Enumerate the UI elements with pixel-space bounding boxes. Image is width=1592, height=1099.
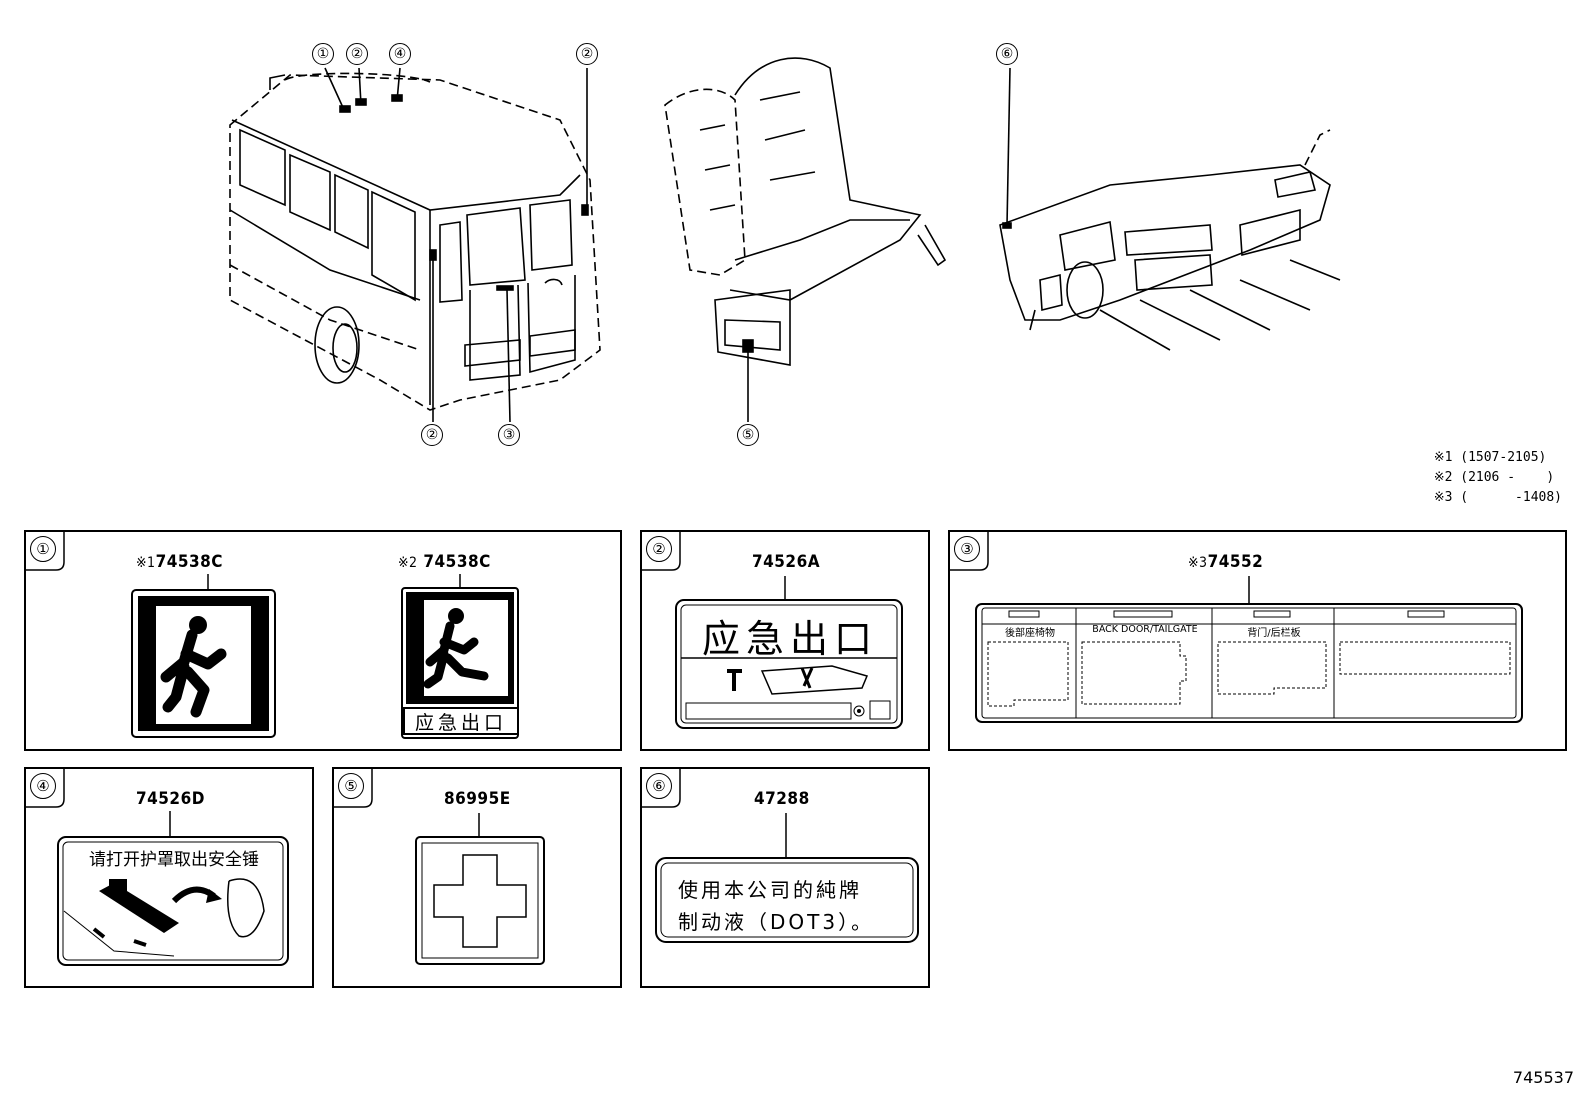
safety-hammer-label: [57, 811, 289, 966]
part-label-47288: 47288: [754, 789, 810, 809]
panel-number: ①: [30, 536, 56, 562]
callout-4: ④: [389, 43, 411, 65]
part-label-74526d: 74526D: [136, 789, 205, 809]
callout-3: ③: [498, 424, 520, 446]
emergency-exit-label: [675, 576, 903, 729]
label-col-2: BACK DOOR/TAILGATE: [1092, 624, 1198, 635]
seat-illustration: [664, 57, 947, 422]
part-label-74526a: 74526A: [752, 552, 821, 572]
note-1: ※1 (1507-2105): [1433, 450, 1547, 465]
exit-sign-b: [401, 574, 519, 739]
panel-4: ④ 74526D 请打开护罩取出安全锤: [24, 767, 314, 988]
panel-number: ⑥: [646, 773, 672, 799]
panel-number: ②: [646, 536, 672, 562]
applicability-notes: ※1 (1507-2105) ※2 (2106 - ) ※3 ( -1408): [1434, 448, 1562, 508]
first-aid-label: [415, 813, 545, 965]
brake-fluid-label: [655, 813, 919, 943]
part-label-74552: ※374552: [1188, 552, 1264, 572]
part-label-74538c-1: ※174538C: [136, 552, 224, 572]
multilingual-label: [975, 576, 1523, 723]
callout-2-rear: ②: [576, 43, 598, 65]
panel-tab: ④: [24, 767, 70, 809]
emergency-exit-text: 应急出口: [701, 617, 878, 661]
panel-tab: ⑥: [640, 767, 686, 809]
reference-number: 745537: [1512, 1068, 1574, 1087]
panel-tab: ①: [24, 530, 70, 572]
panel-number: ⑤: [338, 773, 364, 799]
van-illustration: [229, 67, 601, 423]
part-label-74538c-2: ※2 74538C: [398, 552, 491, 572]
callout-2-side: ②: [421, 424, 443, 446]
panel-number: ④: [30, 773, 56, 799]
label-col-1: 後部座椅物: [1005, 628, 1055, 639]
panel-5: ⑤ 86995E: [332, 767, 622, 988]
panel-tab: ⑤: [332, 767, 378, 809]
panel-tab: ②: [640, 530, 686, 572]
part-label-86995e: 86995E: [444, 789, 511, 809]
panel-6: ⑥ 47288 使用本公司的純牌 制动液（DOT3）。: [640, 767, 930, 988]
vehicle-illustrations: [229, 57, 1341, 423]
callout-1: ①: [312, 43, 334, 65]
dashboard-illustration: [999, 67, 1341, 351]
callout-5: ⑤: [737, 424, 759, 446]
panel-tab: ③: [948, 530, 994, 572]
brake-fluid-line-2: 制动液（DOT3）。: [678, 910, 875, 934]
exit-sign-a: [131, 574, 276, 738]
panel-1: ① ※174538C ※2 74538C 应急出口: [24, 530, 622, 751]
exit-sign-b-text: 应急出口: [403, 707, 519, 735]
note-2: ※2 (2106 - ): [1433, 470, 1555, 485]
note-3: ※3 ( -1408): [1433, 490, 1562, 505]
panel-3: ③ ※374552 後部座椅物 BACK DOOR/TAILGATE 背门/后栏…: [948, 530, 1567, 751]
label-col-3: 背门/后栏板: [1247, 628, 1301, 639]
panel-2: ② 74526A 应急出口: [640, 530, 930, 751]
callout-2: ②: [346, 43, 368, 65]
callout-6: ⑥: [996, 43, 1018, 65]
safety-hammer-text: 请打开护罩取出安全锤: [89, 850, 259, 870]
brake-fluid-line-1: 使用本公司的純牌: [678, 878, 862, 902]
panel-number: ③: [954, 536, 980, 562]
